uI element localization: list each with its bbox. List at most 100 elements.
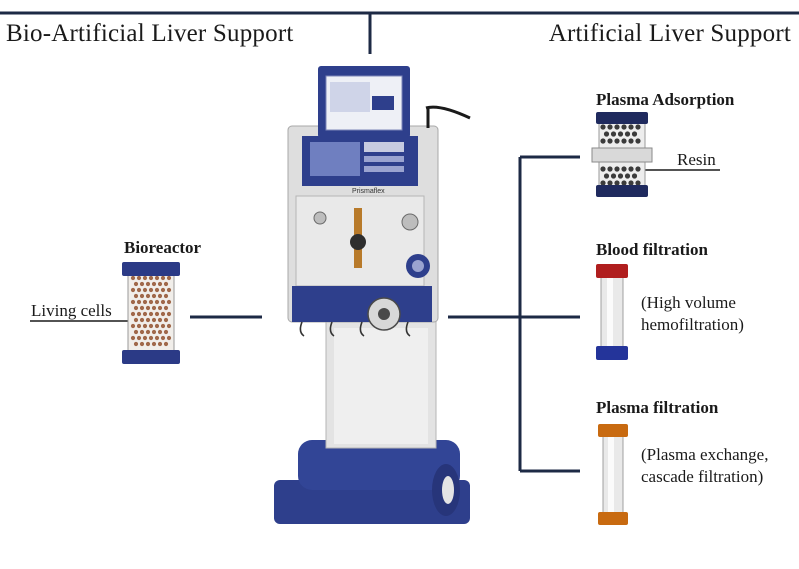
cartridge-dot	[148, 299, 154, 305]
cartridge-dot	[607, 124, 613, 130]
cartridge-dot	[163, 305, 169, 311]
cartridge-dot	[136, 323, 142, 329]
cartridge-dot	[151, 281, 157, 287]
plasma-filter-bottom-cap	[598, 512, 628, 525]
cartridge-dot	[160, 275, 166, 281]
plasma-adsorption-title: Plasma Adsorption	[596, 90, 735, 109]
cartridge-dot	[154, 311, 160, 317]
cartridge-dot	[130, 287, 136, 293]
cartridge-dot	[151, 305, 157, 311]
bioreactor-top-cap	[122, 262, 180, 276]
bio-artificial-title: Bio-Artificial Liver Support	[6, 20, 294, 47]
cartridge-dot	[166, 335, 172, 341]
artificial-title: Artificial Liver Support	[548, 20, 791, 47]
cartridge-dot	[617, 173, 624, 179]
cartridge-dot	[166, 323, 172, 329]
cartridge-dot	[157, 281, 163, 287]
cartridge-dot	[166, 311, 172, 317]
cartridge-dot	[157, 341, 163, 347]
cartridge-dot	[600, 166, 606, 172]
cartridge-dot	[163, 281, 169, 287]
cartridge-dot	[160, 311, 166, 317]
resin-label: Resin	[677, 150, 716, 169]
cartridge-dot	[142, 299, 148, 305]
cartridge-dot	[148, 287, 154, 293]
cartridge-dot	[624, 131, 631, 137]
cartridge-dot	[145, 329, 151, 335]
cartridge-dot	[139, 329, 145, 335]
cartridge-dot	[628, 166, 634, 172]
cartridge-dot	[139, 341, 145, 347]
cartridge-dot	[157, 329, 163, 335]
cartridge-dot	[607, 180, 613, 186]
cartridge-dot	[163, 329, 169, 335]
cartridge-dot	[130, 275, 136, 281]
cartridge-dot	[151, 293, 157, 299]
cartridge-dot	[635, 166, 641, 172]
bioreactor-title: Bioreactor	[124, 238, 202, 257]
cartridge-dot	[145, 305, 151, 311]
blood-filtration-title: Blood filtration	[596, 240, 708, 259]
cartridge-dot	[136, 335, 142, 341]
plasma-filter-cartridge	[598, 424, 628, 525]
cartridge-dot	[130, 335, 136, 341]
cartridge-dot	[145, 293, 151, 299]
plasma-filtration-note-2: cascade filtration)	[641, 467, 764, 486]
plasma-filter-top-cap	[598, 424, 628, 437]
adsorption-cartridge	[591, 112, 653, 197]
cartridge-dot	[151, 341, 157, 347]
dialysis-machine	[274, 66, 471, 524]
cartridge-dot	[145, 341, 151, 347]
cartridge-dot	[621, 138, 627, 144]
cartridge-dot	[151, 329, 157, 335]
blood-filter-cartridge	[596, 264, 628, 360]
adsorption-bottom-cap	[596, 185, 648, 197]
cartridge-dot	[603, 173, 610, 179]
cartridge-dot	[621, 180, 627, 186]
cartridge-dot	[133, 305, 139, 311]
cartridge-dot	[614, 138, 620, 144]
cartridge-dot	[163, 293, 169, 299]
plasma-filtration-note-1: (Plasma exchange,	[641, 445, 769, 464]
cartridge-dot	[157, 317, 163, 323]
cartridge-dot	[607, 138, 613, 144]
lower-control-strip	[292, 286, 432, 322]
cartridge-dot	[635, 180, 641, 186]
cartridge-dot	[145, 281, 151, 287]
cartridge-dot	[614, 166, 620, 172]
adsorption-center-band	[591, 147, 653, 163]
cartridge-dot	[621, 166, 627, 172]
cartridge-dot	[154, 275, 160, 281]
cartridge-dot	[139, 305, 145, 311]
cartridge-dot	[163, 341, 169, 347]
blood-filter-bottom-cap	[596, 346, 628, 360]
cartridge-dot	[607, 166, 613, 172]
cartridge-dot	[133, 293, 139, 299]
cartridge-dot	[151, 317, 157, 323]
cartridge-dot	[628, 138, 634, 144]
cartridge-dot	[133, 281, 139, 287]
living-cells-label: Living cells	[31, 301, 112, 320]
cartridge-dot	[142, 287, 148, 293]
cartridge-dot	[148, 275, 154, 281]
cartridge-dot	[154, 287, 160, 293]
cartridge-dot	[631, 173, 638, 179]
cartridge-dot	[142, 335, 148, 341]
cartridge-dot	[614, 124, 620, 130]
cartridge-dot	[154, 335, 160, 341]
cartridge-dot	[160, 299, 166, 305]
blood-filter-top-cap	[596, 264, 628, 278]
machine-brand-label: Prismaflex	[352, 188, 385, 195]
cartridge-dot	[157, 305, 163, 311]
plasma-filtration-title: Plasma filtration	[596, 398, 719, 417]
cartridge-dot	[600, 138, 606, 144]
cartridge-dot	[617, 131, 624, 137]
adsorption-top-cap	[596, 112, 648, 124]
cartridge-dot	[610, 173, 617, 179]
cartridge-dot	[160, 287, 166, 293]
cartridge-dot	[133, 329, 139, 335]
cartridge-dot	[142, 311, 148, 317]
cartridge-dot	[148, 335, 154, 341]
